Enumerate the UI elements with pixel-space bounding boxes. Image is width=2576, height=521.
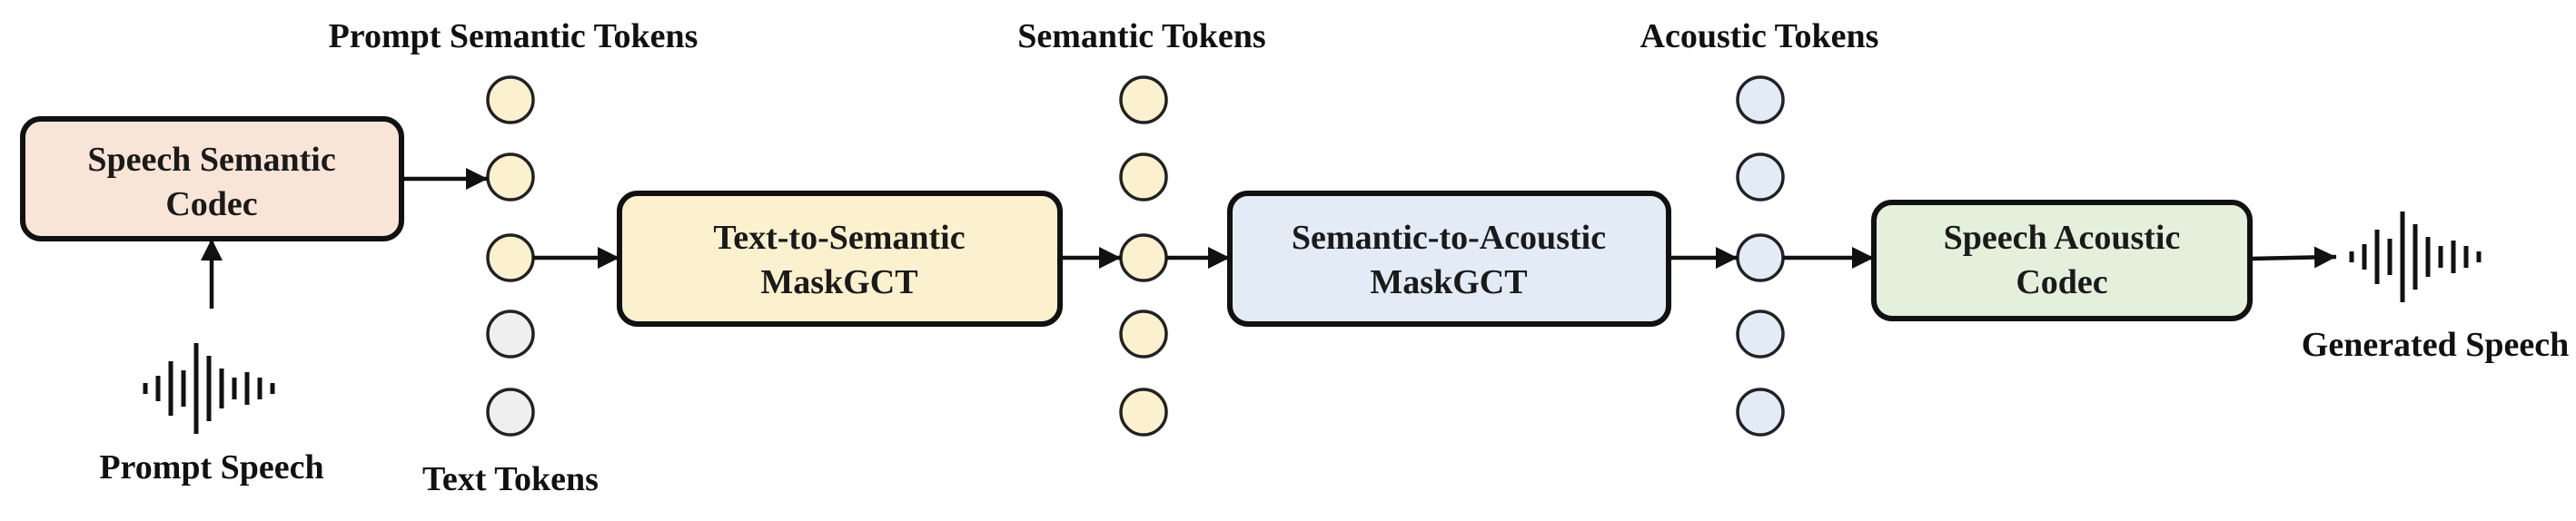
text-token xyxy=(486,388,535,437)
prompt-semantic-token xyxy=(486,233,535,282)
codec-to-generated-speech-arrow xyxy=(2249,246,2337,269)
acoustic-token xyxy=(1736,233,1785,282)
speech-semantic-codec-line2: Codec xyxy=(165,185,257,223)
text-token xyxy=(486,310,535,359)
semantic-token xyxy=(1119,233,1168,282)
speech-semantic-codec-box: Speech Semantic Codec xyxy=(20,116,404,241)
semantic-tokens-label: Semantic Tokens xyxy=(1017,17,1265,55)
speech-semantic-codec-line1: Speech Semantic xyxy=(87,141,335,179)
semantic-token xyxy=(1119,152,1168,202)
prompt-semantic-tokens-label: Prompt Semantic Tokens xyxy=(329,17,698,55)
generated-speech-label: Generated Speech xyxy=(2302,326,2569,364)
semantic-token xyxy=(1119,388,1168,437)
text-to-semantic-line2: MaskGCT xyxy=(760,263,917,301)
text-tokens-label: Text Tokens xyxy=(422,460,599,498)
acoustic-token xyxy=(1736,310,1785,359)
semantic-token xyxy=(1119,310,1168,359)
speech-acoustic-codec-line1: Speech Acoustic xyxy=(1944,219,2181,257)
text-to-semantic-line1: Text-to-Semantic xyxy=(713,219,965,257)
acoustic-token xyxy=(1736,75,1785,124)
acoustic-tokens-label: Acoustic Tokens xyxy=(1640,17,1879,55)
semantic-token xyxy=(1119,75,1168,124)
waveform-icon xyxy=(2349,211,2482,302)
acoustic-token xyxy=(1736,388,1785,437)
prompt-semantic-token xyxy=(486,75,535,124)
semantic-to-acoustic-box: Semantic-to-Acoustic MaskGCT xyxy=(1227,191,1671,327)
speech-acoustic-codec-line2: Codec xyxy=(2016,263,2107,301)
semantic-to-acoustic-line2: MaskGCT xyxy=(1370,263,1527,301)
speech-acoustic-codec-box: Speech Acoustic Codec xyxy=(1871,200,2253,321)
prompt-semantic-token xyxy=(486,152,535,202)
text-to-semantic-box: Text-to-Semantic MaskGCT xyxy=(617,191,1063,327)
prompt-token-column xyxy=(486,75,535,437)
waveform-icon xyxy=(143,343,275,434)
semantic-to-acoustic-line1: Semantic-to-Acoustic xyxy=(1292,219,1606,257)
acoustic-token-column xyxy=(1736,75,1785,437)
acoustic-token xyxy=(1736,152,1785,202)
prompt-speech-label: Prompt Speech xyxy=(99,448,323,487)
semantic-token-column xyxy=(1119,75,1168,437)
